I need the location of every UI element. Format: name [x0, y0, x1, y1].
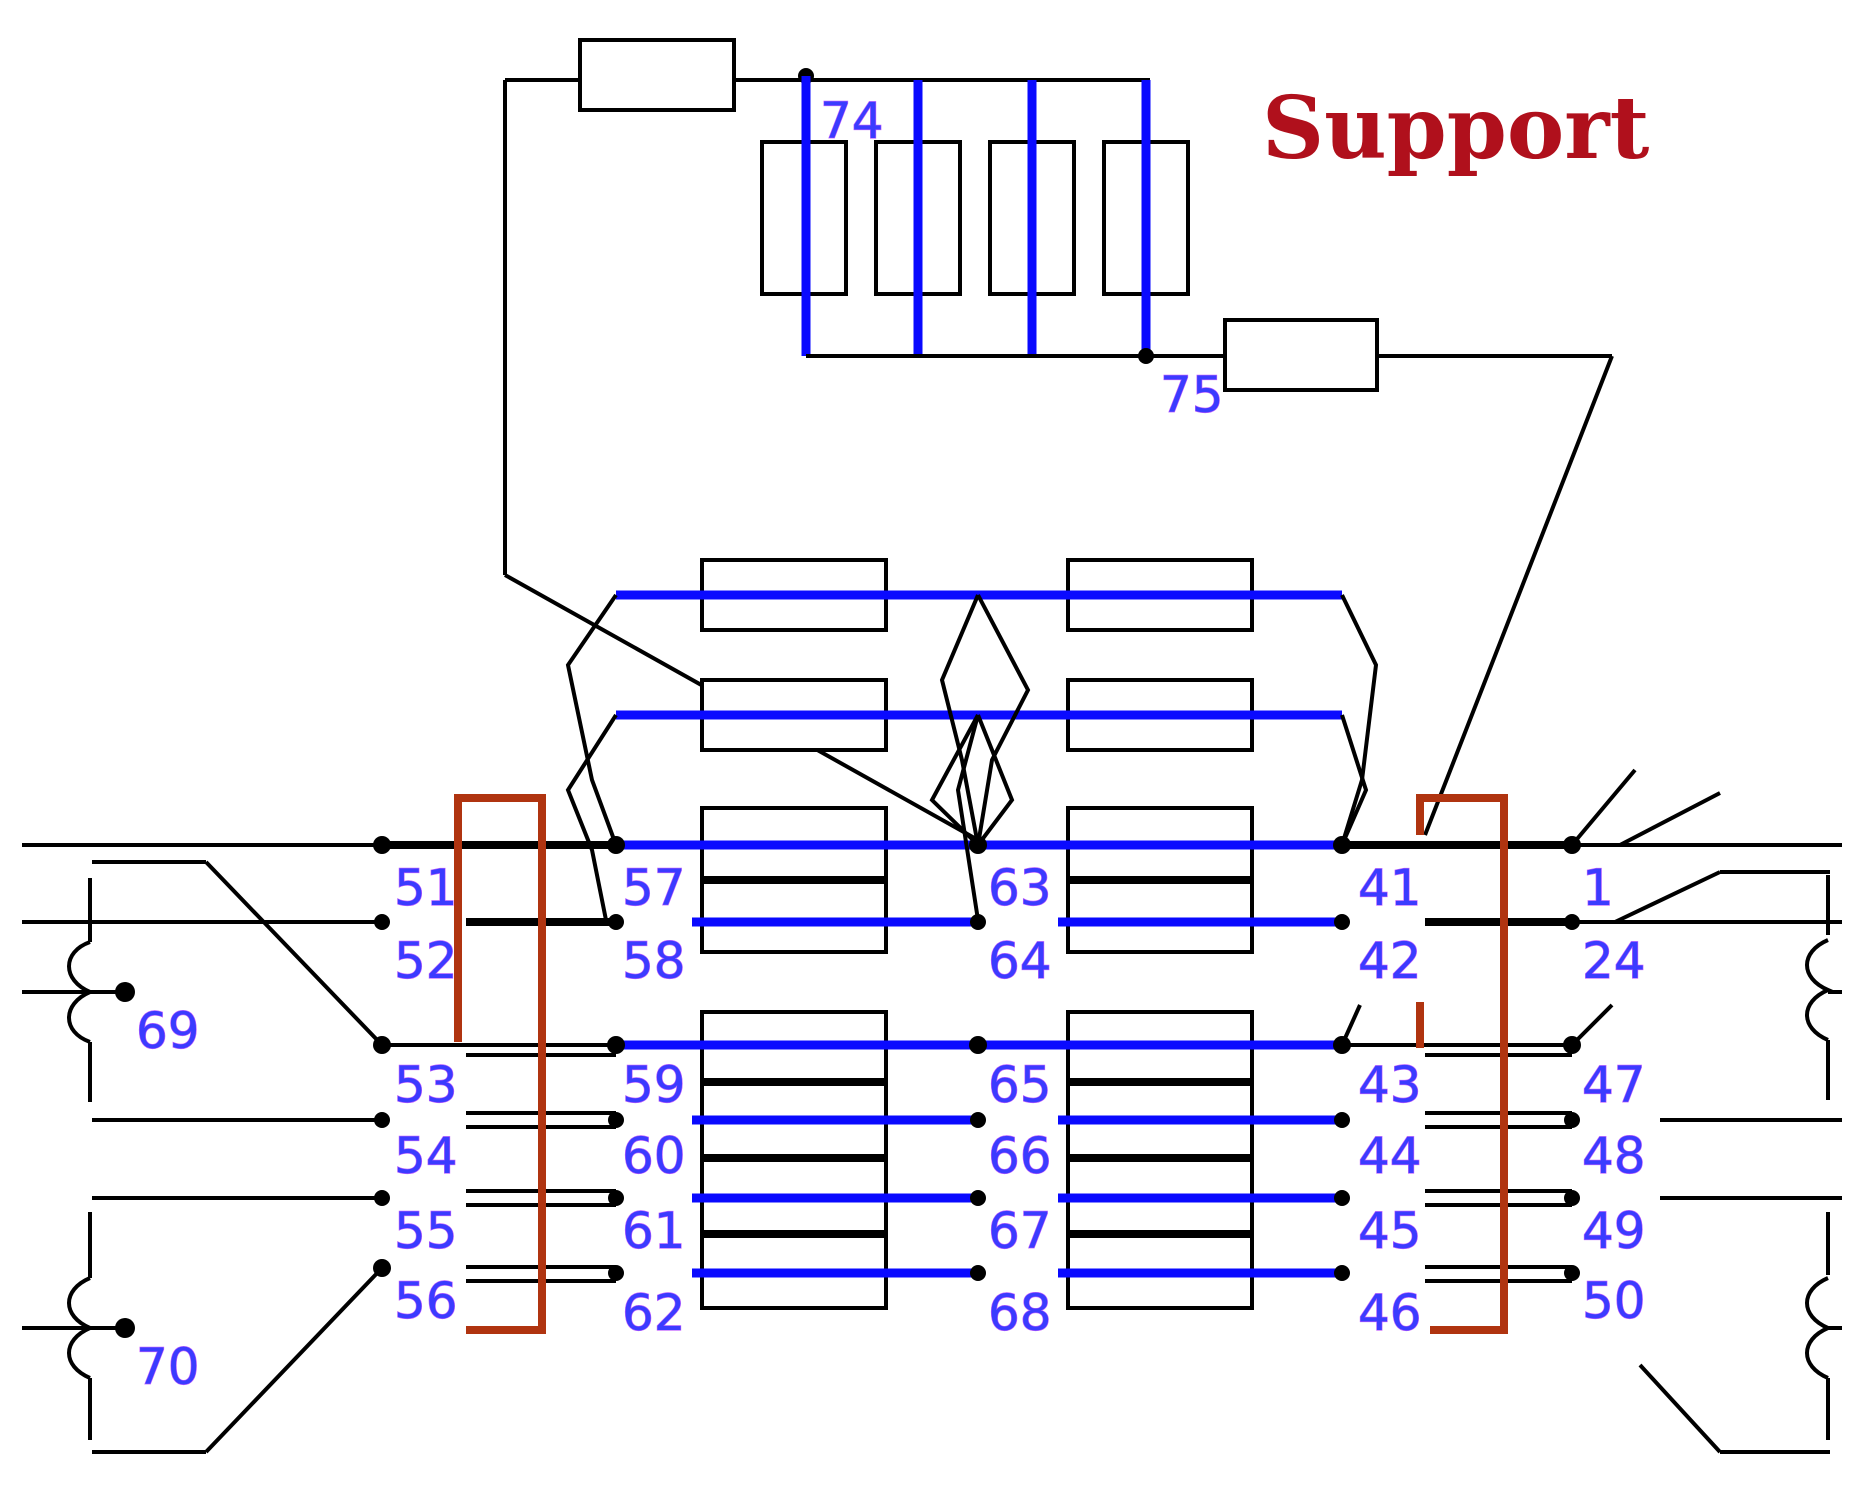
label-52: 52: [394, 932, 458, 990]
label-45: 45: [1358, 1202, 1422, 1260]
label-49: 49: [1582, 1202, 1646, 1260]
label-43: 43: [1358, 1056, 1422, 1114]
label-55: 55: [394, 1202, 458, 1260]
label-66: 66: [988, 1127, 1052, 1185]
label-50: 50: [1582, 1272, 1646, 1330]
junction-dots: [373, 836, 1581, 1281]
top-resistor-left: [578, 38, 736, 112]
node-labels: 74 75 51 52 53 54 55 56 57 58 59 60 61 6…: [135, 91, 1646, 1396]
label-24: 24: [1582, 932, 1646, 990]
label-42: 42: [1358, 932, 1422, 990]
main-rails: [22, 768, 1842, 1454]
label-56: 56: [394, 1272, 458, 1330]
label-41: 41: [1358, 859, 1422, 917]
label-44: 44: [1358, 1127, 1422, 1185]
label-53: 53: [394, 1056, 458, 1114]
label-51: 51: [394, 859, 458, 917]
label-54: 54: [394, 1127, 458, 1185]
jumper-wires: [565, 593, 1379, 921]
top-resistor-right: [1223, 318, 1379, 392]
label-46: 46: [1358, 1284, 1422, 1342]
label-60: 60: [622, 1127, 686, 1185]
label-75: 75: [1160, 366, 1224, 424]
frame-brackets: [454, 794, 1508, 1334]
label-1: 1: [1582, 859, 1614, 917]
label-65: 65: [988, 1056, 1052, 1114]
label-64: 64: [988, 932, 1052, 990]
label-62: 62: [622, 1284, 686, 1342]
label-61: 61: [622, 1202, 686, 1260]
upper-support-assembly: [503, 38, 1614, 842]
label-68: 68: [988, 1284, 1052, 1342]
label-59: 59: [622, 1056, 686, 1114]
diagram-title: Support: [1262, 78, 1650, 179]
label-63: 63: [988, 859, 1052, 917]
label-70: 70: [136, 1338, 200, 1396]
label-67: 67: [988, 1202, 1052, 1260]
label-74: 74: [820, 92, 884, 150]
label-47: 47: [1582, 1056, 1646, 1114]
label-58: 58: [622, 932, 686, 990]
label-69: 69: [136, 1002, 200, 1060]
label-48: 48: [1582, 1127, 1646, 1185]
label-57: 57: [622, 859, 686, 917]
